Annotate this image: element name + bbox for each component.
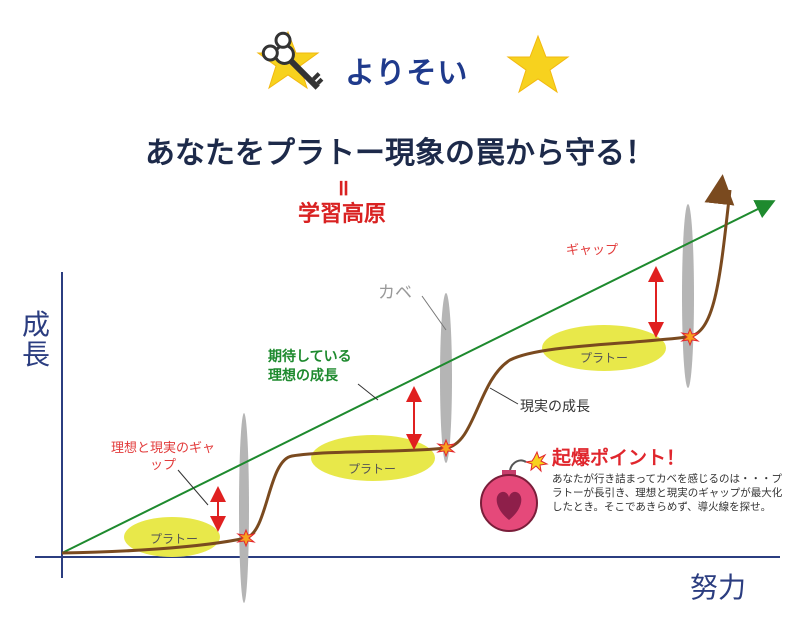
plateau-label: プラトー xyxy=(348,462,397,476)
gap-leader-line xyxy=(177,469,209,506)
wall-2 xyxy=(440,293,452,463)
brand-title: よりそい xyxy=(345,56,469,91)
star-icon xyxy=(506,34,570,94)
plateau-label: プラトー xyxy=(580,351,629,365)
key-icon xyxy=(261,31,324,90)
plateau-3 xyxy=(542,325,666,371)
expected-growth-label: 期待している 理想の成長 xyxy=(268,348,352,386)
ideal-growth-line xyxy=(61,200,776,554)
y-axis-label: 成長 xyxy=(22,308,51,371)
expected-leader-line xyxy=(357,383,379,401)
wall-1 xyxy=(239,413,249,603)
alt-name-label: 学習高原 xyxy=(298,202,387,227)
spark-icon xyxy=(436,438,456,458)
spark-icon xyxy=(680,327,700,347)
spark-icon xyxy=(236,528,256,548)
actual-leader-line xyxy=(489,387,519,405)
gap-label-first: 理想と現実のギャップ xyxy=(110,441,215,473)
wall-label: カベ xyxy=(378,283,412,303)
expected-growth-line1: 期待している xyxy=(268,349,352,365)
plateau-label: プラトー xyxy=(150,532,199,546)
wall-3 xyxy=(682,204,694,388)
expected-growth-line2: 理想の成長 xyxy=(268,368,338,384)
page-headline: あなたをプラトー現象の罠から守る！ xyxy=(145,136,655,171)
callout-description: あなたが行き詰まってカベを感じるのは・・・プラトーが長引き、理想と現実のギャップ… xyxy=(552,473,783,513)
bomb-icon xyxy=(480,450,549,532)
gap-label-last: ギャップ xyxy=(566,243,619,258)
callout-title: 起爆ポイント！ xyxy=(552,447,686,469)
plateau-2 xyxy=(311,435,435,481)
x-axis-label: 努力 xyxy=(690,571,747,604)
wall-leader-line xyxy=(421,295,447,331)
actual-growth-label: 現実の成長 xyxy=(520,399,590,415)
equals-mark: ॥ xyxy=(336,176,350,201)
